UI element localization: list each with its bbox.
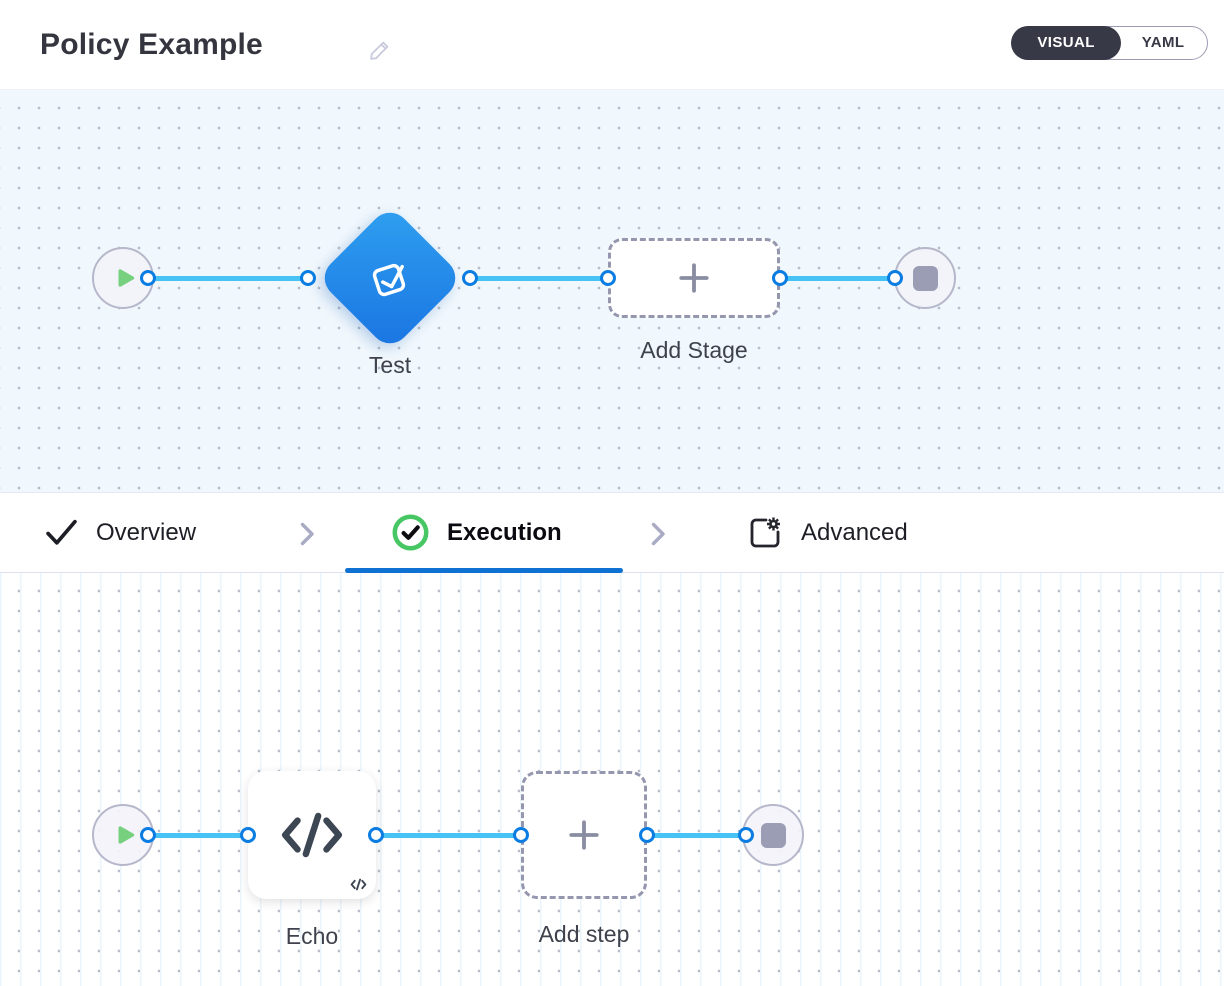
toggle-visual-button[interactable]: VISUAL xyxy=(1011,26,1121,60)
check-circle-icon xyxy=(392,514,429,551)
plus-icon xyxy=(676,260,712,296)
tab-advanced[interactable]: Advanced xyxy=(747,493,908,572)
edge-stage-to-addstage xyxy=(470,276,608,281)
port-start-out[interactable] xyxy=(140,827,156,843)
edge-step-to-addstep xyxy=(376,833,521,838)
add-step-label: Add step xyxy=(538,921,630,947)
tab-execution-label: Execution xyxy=(447,518,562,546)
tab-overview[interactable]: Overview xyxy=(45,493,196,572)
approval-check-icon xyxy=(364,252,416,304)
plus-icon xyxy=(566,817,602,853)
edge-addstage-to-end xyxy=(780,276,895,281)
add-stage-button[interactable] xyxy=(608,238,780,318)
code-badge-icon xyxy=(350,878,367,891)
port-addstage-in[interactable] xyxy=(600,270,616,286)
stop-icon xyxy=(912,265,938,291)
port-start-out[interactable] xyxy=(140,270,156,286)
pipeline-end-node[interactable] xyxy=(894,247,956,309)
add-step-button[interactable] xyxy=(521,771,647,899)
add-stage-label: Add Stage xyxy=(640,337,748,363)
advanced-settings-icon xyxy=(747,515,783,551)
port-stage-in[interactable] xyxy=(300,270,316,286)
stage-node-test[interactable] xyxy=(316,204,464,352)
play-icon xyxy=(112,822,138,848)
edge-start-to-step xyxy=(148,833,248,838)
check-icon xyxy=(45,518,78,547)
page-header: Policy Example VISUAL YAML xyxy=(0,0,1224,90)
edit-title-pencil-icon[interactable] xyxy=(368,38,392,62)
stage-label: Test xyxy=(368,352,412,378)
active-tab-indicator xyxy=(345,568,623,573)
visual-yaml-toggle: VISUAL YAML xyxy=(1011,26,1208,60)
execution-step-canvas[interactable]: Echo Add step xyxy=(0,573,1224,986)
chevron-right-icon xyxy=(648,520,669,553)
stage-config-tabs: Overview Execution xyxy=(0,492,1224,573)
play-icon xyxy=(112,265,138,291)
tab-advanced-label: Advanced xyxy=(801,518,908,546)
port-end-in[interactable] xyxy=(887,270,903,286)
port-addstage-out[interactable] xyxy=(772,270,788,286)
edge-start-to-stage xyxy=(148,276,308,281)
code-icon xyxy=(279,810,345,860)
port-end-in[interactable] xyxy=(738,827,754,843)
tab-overview-label: Overview xyxy=(96,518,197,546)
port-addstep-out[interactable] xyxy=(639,827,655,843)
stop-icon xyxy=(760,822,786,848)
port-step-in[interactable] xyxy=(240,827,256,843)
tab-execution[interactable]: Execution xyxy=(392,493,562,572)
chevron-right-icon xyxy=(297,520,318,553)
toggle-yaml-button[interactable]: YAML xyxy=(1141,34,1185,51)
edge-addstep-to-end xyxy=(647,833,746,838)
step-node-echo[interactable] xyxy=(248,771,376,899)
port-step-out[interactable] xyxy=(368,827,384,843)
port-stage-out[interactable] xyxy=(462,270,478,286)
port-addstep-in[interactable] xyxy=(513,827,529,843)
page-title: Policy Example xyxy=(40,28,263,61)
step-start-node[interactable] xyxy=(92,804,154,866)
step-label: Echo xyxy=(285,923,339,949)
stage-canvas[interactable]: Test Add Stage xyxy=(0,90,1224,492)
